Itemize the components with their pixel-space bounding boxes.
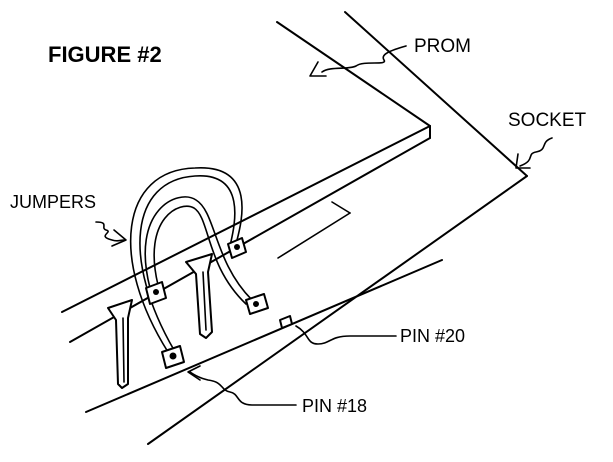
prom-label: PROM [414,36,471,57]
pin18-arrow [187,365,297,406]
socket-arrow [515,137,553,169]
socket-label: SOCKET [508,110,587,131]
prom-pin-middle [185,253,213,339]
jumper-wire-inner [144,196,253,305]
socket-contact-pin20 [279,315,293,329]
prom-arrow [309,45,407,77]
prom-pin-left [107,299,133,389]
solder-pad-top-right [227,237,247,259]
pin18-label: PIN #18 [302,396,367,416]
figure-title: FIGURE #2 [48,42,162,67]
pin20-label: PIN #20 [400,326,465,346]
jumpers-arrow [95,221,127,247]
solder-pad-pin20 [245,293,269,315]
jumpers-label: JUMPERS [10,192,96,212]
socket-outline [85,11,528,445]
solder-pad-left [145,281,167,305]
solder-pad-pin18 [161,345,185,369]
jumper-wire-outer [129,167,243,353]
pin20-arrow [295,325,397,345]
